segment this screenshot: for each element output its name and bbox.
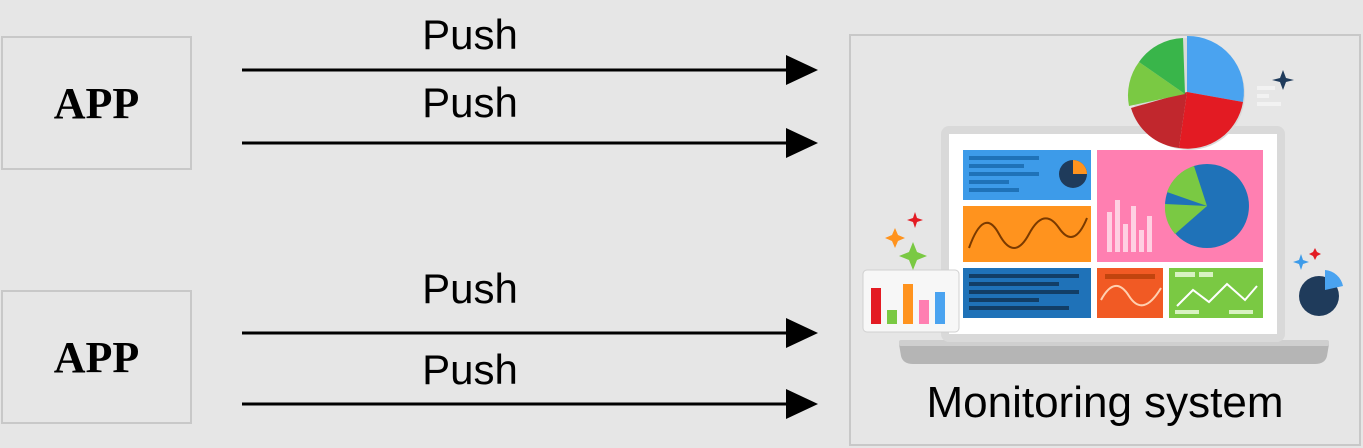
monitoring-system-box: [849, 34, 1361, 446]
push-label-4: Push: [422, 346, 518, 393]
bar-chart-card-icon: [862, 269, 960, 333]
monitoring-system-label: Monitoring system: [926, 378, 1284, 427]
dashboard-pink-tile: [1097, 150, 1263, 262]
push-label-3: Push: [422, 265, 518, 312]
dashboard-orange-chart-tile: [1097, 268, 1163, 318]
push-label-1: Push: [422, 11, 518, 58]
pie-chart-icon: [1127, 35, 1245, 150]
push-label-2: Push: [422, 79, 518, 126]
dashboard-list-tile: [963, 150, 1091, 200]
arrow-1: [242, 55, 818, 85]
arrow-3: [242, 318, 818, 348]
dashboard-green-line-tile: [1169, 268, 1263, 318]
laptop-dashboard-illustration: [862, 35, 1343, 364]
left-sparkles-icon: [885, 212, 927, 270]
arrow-4: [242, 389, 818, 419]
small-pie-icon: [1293, 248, 1343, 316]
arrow-2: [242, 128, 818, 158]
app-box-1: APP: [1, 36, 192, 170]
dashboard-wave-tile: [963, 206, 1091, 262]
dashboard-text-tile: [963, 268, 1091, 318]
app-label-2: APP: [53, 332, 140, 382]
app-label-1: APP: [53, 78, 140, 128]
sparkle-icon: [1257, 70, 1294, 106]
app-box-2: APP: [1, 290, 192, 424]
